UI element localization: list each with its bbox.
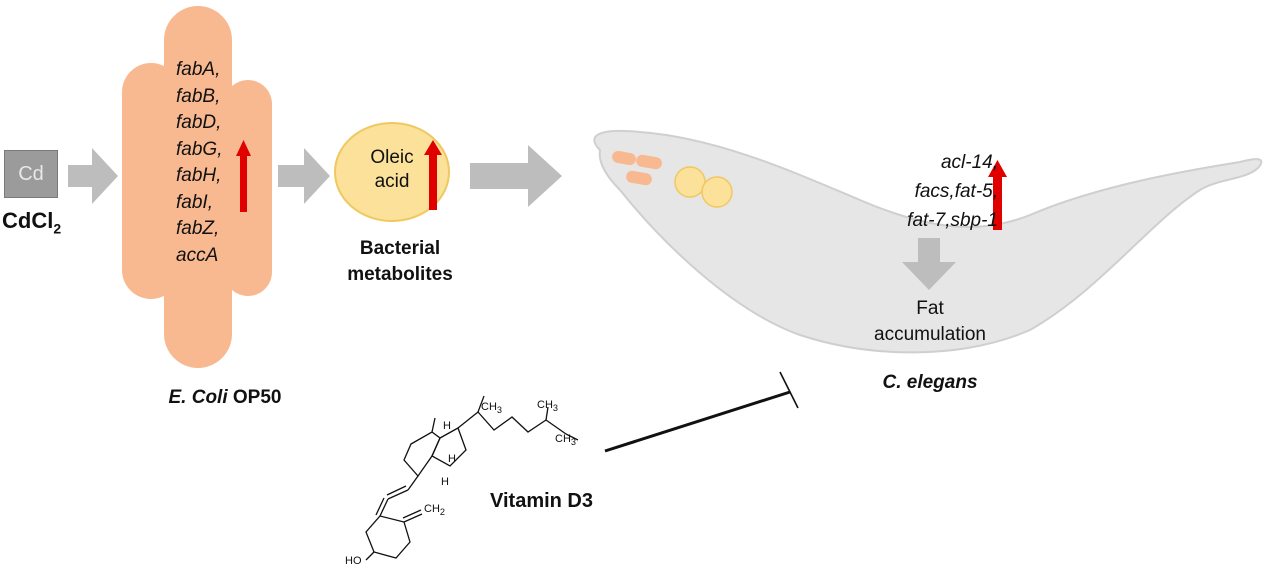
worm-droplet-2 [701,176,733,208]
vitamin-d3-label: Vitamin D3 [490,490,593,512]
cd-box: Cd [4,150,58,198]
gene-item: fabH, [176,165,222,186]
chem-ho: HO [345,555,362,567]
worm-gene-list: acl-14, facs,fat-5, fat-7,sbp-1 [858,148,998,235]
worm-bacterium-3 [626,170,652,186]
bacterium-rod-right [224,80,272,296]
worm-droplet-1 [674,166,706,198]
oleic-acid-label: Oleic acid [370,147,414,192]
up-arrow-worm-genes-icon [988,160,1007,230]
arrow-metabolite-to-worm [470,145,562,207]
chem-h-mid: H [448,453,456,465]
cdcl2-label: CdCl2 [2,208,62,237]
worm-bacterium-1 [612,150,636,166]
up-arrow-oleic-icon [424,140,442,210]
bacterial-metabolites-label: Bacterial metabolites [347,238,453,285]
chem-h-bottom: H [441,476,449,488]
up-arrow-bacteria-icon [236,140,251,212]
chem-ch2: CH2 [424,503,445,518]
c-elegans-label: C. elegans [882,372,978,393]
arrow-genes-to-fat [902,238,956,290]
oleic-acid-droplet [334,122,450,222]
gene-item: fabD, [176,112,222,133]
inhibition-line [604,390,791,453]
gene-item: fabZ, [176,218,220,239]
gene-item: accA [176,244,219,266]
gene-item: fabB, [176,85,221,107]
worm-bacterium-2 [636,154,662,170]
chem-ch3-top: CH3 [481,401,502,416]
chem-ch3-end: CH3 [555,433,576,448]
arrow-cd-to-bacteria [68,148,118,204]
worm-gene-item: acl-14, [940,152,998,173]
gene-item: fabA, [176,59,221,80]
gene-item: fabG, [176,138,223,160]
gene-item: fabI, [176,191,213,213]
bacterial-gene-list: fabA, fabB, fabD, fabG, fabH, fabI, fabZ… [176,57,222,269]
chem-h-top: H [443,420,451,432]
bacterium-rod-center [164,6,232,368]
ecoli-label: E. Coli OP50 [168,387,282,408]
arrow-bacteria-to-metabolite [278,148,330,204]
fat-accumulation-label: Fat accumulation [874,298,986,345]
worm-gene-item: fat-7,sbp-1 [907,210,998,231]
vitamin-d3-structure [365,395,579,561]
worm-gene-item: facs,fat-5, [914,181,998,202]
chem-ch3-branch: CH3 [537,399,558,414]
inhibition-bar [779,371,799,409]
